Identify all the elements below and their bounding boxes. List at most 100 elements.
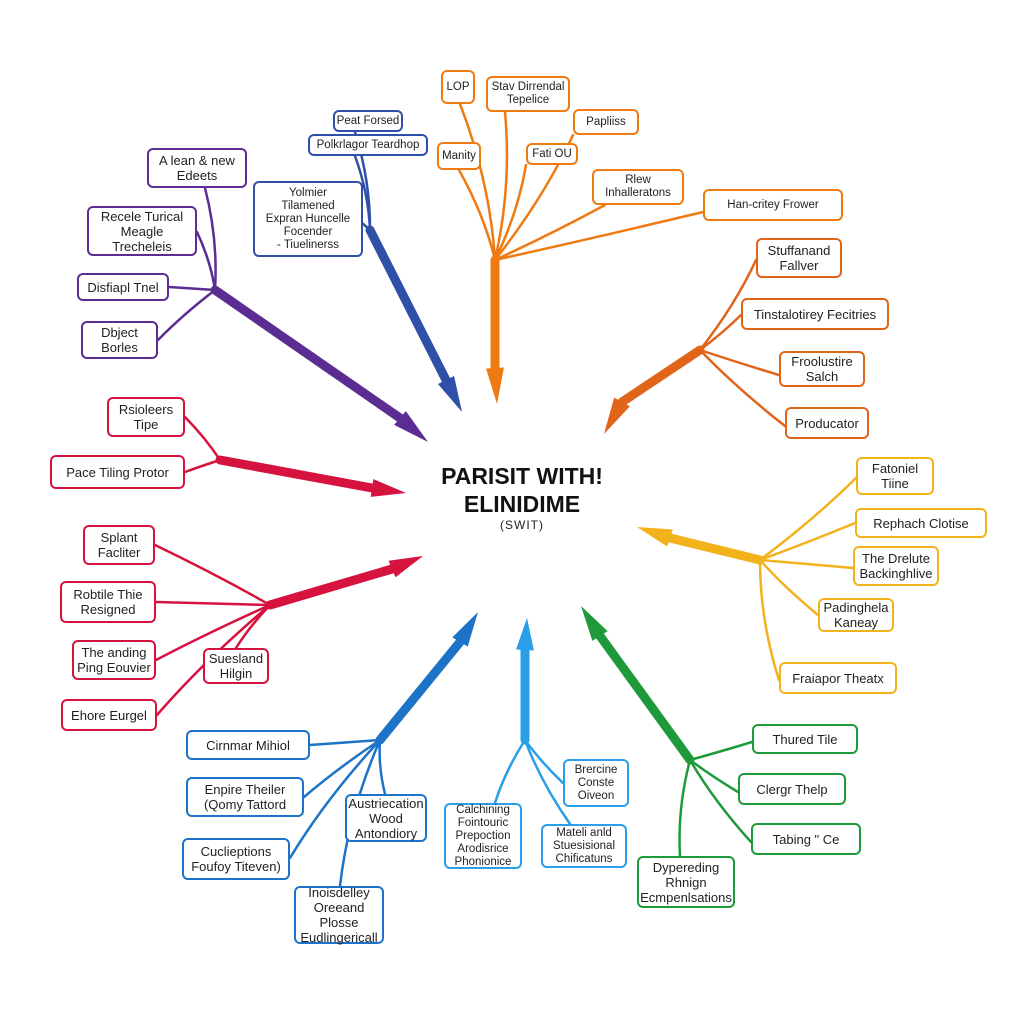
topic-node-label: Fraiapor Theatx: [792, 670, 884, 686]
branch-purple-connector: [195, 230, 217, 292]
branch-sky-connector: [523, 738, 565, 785]
branch-green-trunk: [595, 631, 695, 765]
branch-orange-connector: [493, 210, 705, 262]
topic-node-label: Mateli anld: [556, 826, 612, 839]
topic-node-label: Rephach Clotise: [873, 515, 969, 531]
topic-node-label: Clergr Thelp: [756, 781, 828, 797]
topic-node-label: The Drelute: [862, 551, 930, 566]
topic-node-label: Rsioleers: [118, 402, 174, 417]
branch-blue-connector: [302, 738, 382, 799]
branch-red-trunk: [215, 455, 377, 493]
topic-node-label: Inhalleratons: [605, 187, 671, 199]
branch-purple-connector: [167, 285, 217, 292]
branch-sky-connector: [523, 738, 572, 826]
branch-green-connector: [688, 758, 753, 844]
topic-node: Tinstalotirey Fecitries: [741, 298, 889, 330]
topic-node-label: Tipe: [133, 417, 159, 432]
topic-node-label: Yolmier: [289, 186, 327, 199]
topic-node: Manity: [437, 142, 481, 170]
branch-orange-connector: [493, 163, 528, 262]
topic-node-label: Fointouric: [457, 816, 509, 829]
topic-node-label: Suesland: [208, 651, 264, 666]
topic-node-label: Polkrlagor Teardhop: [316, 138, 420, 151]
topic-node-label: Oiveon: [577, 789, 615, 802]
topic-node-label: Conste: [577, 776, 615, 789]
topic-node-label: Ehore Eurgel: [71, 707, 147, 723]
topic-node-label: Enpire Theiler: [204, 782, 286, 797]
topic-node-label: Phonionice: [454, 855, 512, 868]
branch-navy-trunk: [365, 225, 451, 385]
branch-red-connector: [183, 458, 222, 474]
topic-node-label: Backinghlive: [859, 566, 933, 581]
topic-node-label: Dbject: [101, 325, 138, 340]
branch-purple-trunk: [210, 285, 405, 423]
topic-node-label: Rhnign: [665, 874, 707, 890]
topic-node-label: Ping Eouvier: [77, 660, 151, 675]
branch-red-connector: [183, 415, 222, 462]
topic-node-label: Papliiss: [586, 115, 626, 128]
topic-node-label: Han-critey Frower: [727, 198, 819, 211]
branch-dark_orange-connector: [698, 348, 781, 377]
topic-node: Disfiapl Tnel: [77, 273, 169, 301]
branch-dark_orange-arrowhead: [604, 397, 630, 434]
branch-purple-connector: [203, 186, 217, 292]
branch-blue-connector: [308, 738, 382, 747]
topic-node-label: Tiine: [881, 476, 909, 491]
branch-red-connector: [153, 543, 272, 607]
topic-node-label: Tinstalotirey Fecitries: [753, 306, 877, 322]
branch-sky-connector: [493, 738, 527, 805]
branch-sky-arrowhead: [516, 618, 534, 651]
topic-node-label: Brercine: [574, 763, 618, 776]
topic-node-label: Calchining: [456, 803, 510, 816]
branch-blue-connector: [288, 738, 382, 860]
central-subtitle: (SWIT): [500, 518, 544, 532]
topic-node-label: Focender: [283, 225, 333, 238]
topic-node: Han-critey Frower: [703, 189, 843, 221]
topic-node-label: Peat Forsed: [336, 114, 400, 127]
topic-node-label: Thured Tile: [772, 731, 838, 747]
branch-yellow-connector: [758, 558, 820, 617]
branch-dark_orange-connector: [698, 258, 758, 352]
branch-red-trunk: [265, 564, 397, 610]
topic-node-label: Salch: [805, 369, 839, 384]
branch-purple-connector: [156, 288, 217, 342]
branch-green-connector: [678, 758, 692, 858]
topic-node-label: Producator: [795, 415, 859, 431]
topic-node-label: Fati OU: [532, 147, 572, 160]
branch-orange-connector: [458, 102, 497, 262]
branch-blue-trunk: [375, 637, 465, 745]
topic-node-label: Pace Tiling Protor: [66, 464, 169, 480]
topic-node-label: Expran Huncelle: [265, 212, 351, 225]
topic-node-label: Fallver: [779, 258, 819, 273]
topic-node: Producator: [785, 407, 869, 439]
topic-node: LOP: [441, 70, 475, 104]
topic-node-label: Kaneay: [833, 615, 879, 630]
central-title-line-1: PARISIT WITH!: [441, 463, 603, 489]
branch-orange-connector: [457, 168, 497, 262]
topic-node-label: Fatoniel: [871, 461, 919, 476]
branch-dark_orange-trunk: [617, 345, 705, 407]
topic-node: Clergr Thelp: [738, 773, 846, 805]
topic-node-label: Edeets: [176, 168, 218, 183]
branch-dark_orange-connector: [698, 348, 787, 428]
topic-node-label: Tilamened: [281, 199, 335, 212]
topic-node: Tabing " Ce: [751, 823, 861, 855]
topic-node-label: Padinghela: [823, 600, 889, 615]
branch-red-arrowhead: [388, 556, 423, 578]
topic-node-label: The anding: [81, 645, 147, 660]
branch-yellow-trunk: [665, 533, 765, 565]
topic-node-label: A lean & new: [159, 153, 235, 168]
branch-navy-arrowhead: [437, 375, 462, 412]
